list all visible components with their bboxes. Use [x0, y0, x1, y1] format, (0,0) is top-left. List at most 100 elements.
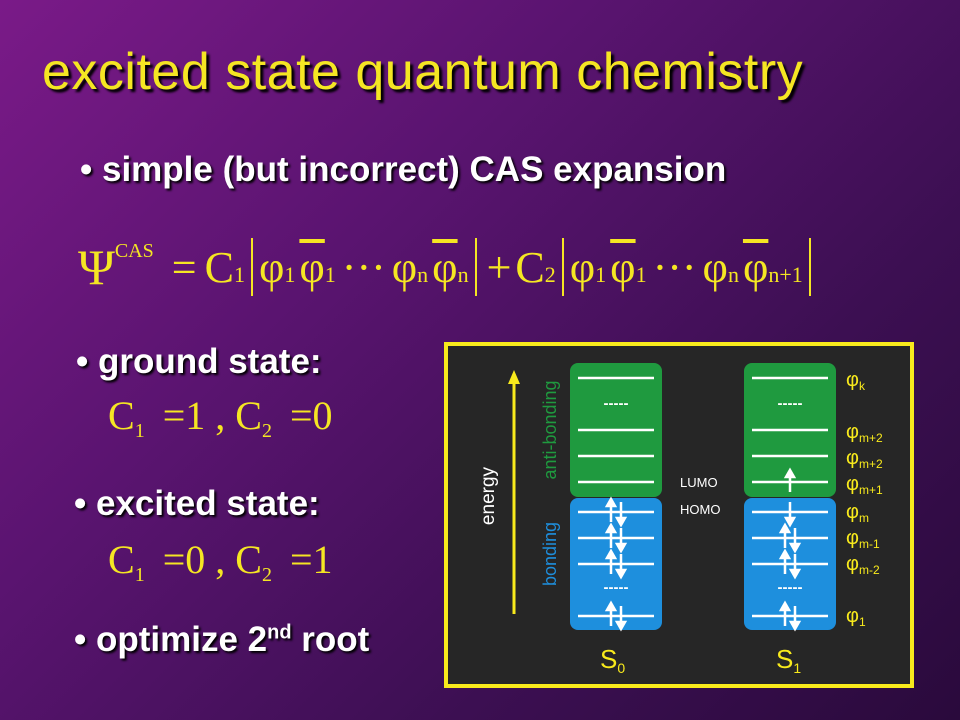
lumo-label: LUMO: [680, 475, 718, 490]
s1-dashes-top: -----: [778, 395, 803, 412]
det-bar: [250, 238, 253, 296]
s0-label-sub: 0: [617, 660, 625, 676]
ground-c1-sub: 1: [134, 420, 145, 442]
phi-labels: φk φm+2 φm+2 φm+1 φm φm-1 φm-2 φ1: [846, 369, 883, 629]
phi-label-sub: m-2: [859, 563, 880, 577]
svg-text:φm+2: φm+2: [846, 421, 883, 445]
phi-label-main: φ: [846, 473, 859, 495]
phi-n-bar-sub: n: [457, 262, 469, 287]
phi-1-bar: φ: [299, 242, 325, 292]
excited-c1-sub: 1: [134, 564, 145, 586]
bullet-optimize-root: • optimize 2nd root: [74, 620, 369, 660]
phi-label-main: φ: [846, 527, 859, 549]
phi-1b-bar: φ: [610, 242, 636, 292]
s1-levels: [752, 376, 828, 618]
svg-text:φ1: φ1: [846, 605, 866, 629]
phi-n-sub: n: [417, 262, 429, 287]
equals-sign: =: [171, 242, 197, 292]
bullet-cas-expansion: • simple (but incorrect) CAS expansion: [80, 150, 727, 189]
svg-text:φm-2: φm-2: [846, 553, 880, 577]
phi-n1-bar-sub: n+1: [768, 262, 803, 287]
optimize-superscript: nd: [267, 621, 292, 644]
excited-comma: ,: [215, 537, 226, 582]
phi-1b-bar-sub: 1: [635, 262, 647, 287]
plus-sign: +: [486, 242, 512, 292]
coef-c2-sub: 2: [544, 262, 556, 287]
excited-state-equation: C1 =0,C2 =1: [108, 536, 333, 586]
phi-label-main: φ: [846, 605, 859, 627]
s1-dashes-bottom: -----: [778, 579, 803, 596]
optimize-text: • optimize 2: [74, 620, 268, 659]
orbital-diagram: energy bonding anti-bonding ----- -----: [444, 342, 914, 688]
optimize-root-text: root: [291, 620, 370, 659]
det-bar: [561, 238, 564, 296]
phi-label-main: φ: [846, 421, 859, 443]
phi-1: φ: [258, 242, 285, 292]
s0-label-main: S: [600, 644, 617, 674]
ground-c1: C: [108, 393, 135, 438]
energy-label: energy: [478, 466, 499, 525]
svg-text:φm: φm: [846, 501, 869, 525]
phi-n-bar: φ: [432, 242, 458, 292]
phi-nb-sub: n: [727, 262, 739, 287]
coef-c2: C: [515, 242, 545, 292]
ground-c2: C: [235, 393, 262, 438]
phi-n: φ: [391, 242, 418, 292]
bonding-label: bonding: [540, 522, 560, 586]
excited-c2-sub: 2: [261, 564, 272, 586]
s0-levels: [578, 376, 654, 618]
s0-dashes-top: -----: [604, 395, 629, 412]
orbital-diagram-svg: energy bonding anti-bonding ----- -----: [478, 363, 883, 676]
antibonding-label: anti-bonding: [540, 380, 560, 479]
ellipsis-2: ···: [652, 242, 697, 292]
ground-comma: ,: [215, 393, 226, 438]
s0-dashes-bottom: -----: [604, 579, 629, 596]
phi-label-main: φ: [846, 369, 859, 391]
s1-electrons: [778, 467, 802, 632]
ground-state-equation: C1 =1,C2 =0: [108, 392, 333, 442]
phi-label-sub: k: [859, 379, 866, 393]
excited-c2: C: [235, 537, 262, 582]
phi-label-sub: m+1: [859, 483, 883, 497]
phi-label-sub: m-1: [859, 537, 880, 551]
coef-c1-sub: 1: [233, 262, 245, 287]
s0-label: S0: [600, 644, 625, 676]
phi-1b-sub: 1: [595, 262, 607, 287]
ground-c2-value: =0: [289, 393, 333, 438]
bullet-excited-state: • excited state:: [74, 484, 320, 523]
svg-text:φm-1: φm-1: [846, 527, 880, 551]
phi-label-main: φ: [846, 501, 859, 523]
phi-1b: φ: [569, 242, 596, 292]
energy-arrowhead-icon: [508, 370, 520, 384]
ellipsis-1: ···: [341, 242, 386, 292]
phi-1-bar-sub: 1: [324, 262, 336, 287]
phi-label-sub: m+2: [859, 431, 883, 445]
svg-text:φk: φk: [846, 369, 866, 393]
excited-c1-value: =0: [162, 537, 206, 582]
det-bar: [808, 238, 811, 296]
phi-1-sub: 1: [284, 262, 296, 287]
coef-c1: C: [204, 242, 234, 292]
ground-c1-value: =1: [162, 393, 206, 438]
svg-text:φm+1: φm+1: [846, 473, 883, 497]
phi-label-sub: m: [859, 511, 869, 525]
homo-label: HOMO: [680, 502, 720, 517]
excited-c1: C: [108, 537, 135, 582]
phi-label-main: φ: [846, 447, 859, 469]
s0-electron-pairs: [604, 496, 628, 632]
phi-n1-bar: φ: [742, 242, 769, 292]
phi-label-sub: m+2: [859, 457, 883, 471]
det-bar: [474, 238, 477, 296]
slide-title: excited state quantum chemistry: [42, 43, 804, 101]
bullet-ground-state: • ground state:: [76, 342, 322, 381]
phi-nb: φ: [702, 242, 728, 292]
svg-text:φm+2: φm+2: [846, 447, 883, 471]
phi-label-main: φ: [846, 553, 859, 575]
psi-symbol: Ψ: [78, 239, 115, 295]
excited-c2-value: =1: [289, 537, 333, 582]
s1-label-main: S: [776, 644, 793, 674]
s1-label: S1: [776, 644, 801, 676]
ground-c2-sub: 2: [261, 420, 272, 442]
s1-label-sub: 1: [793, 660, 801, 676]
